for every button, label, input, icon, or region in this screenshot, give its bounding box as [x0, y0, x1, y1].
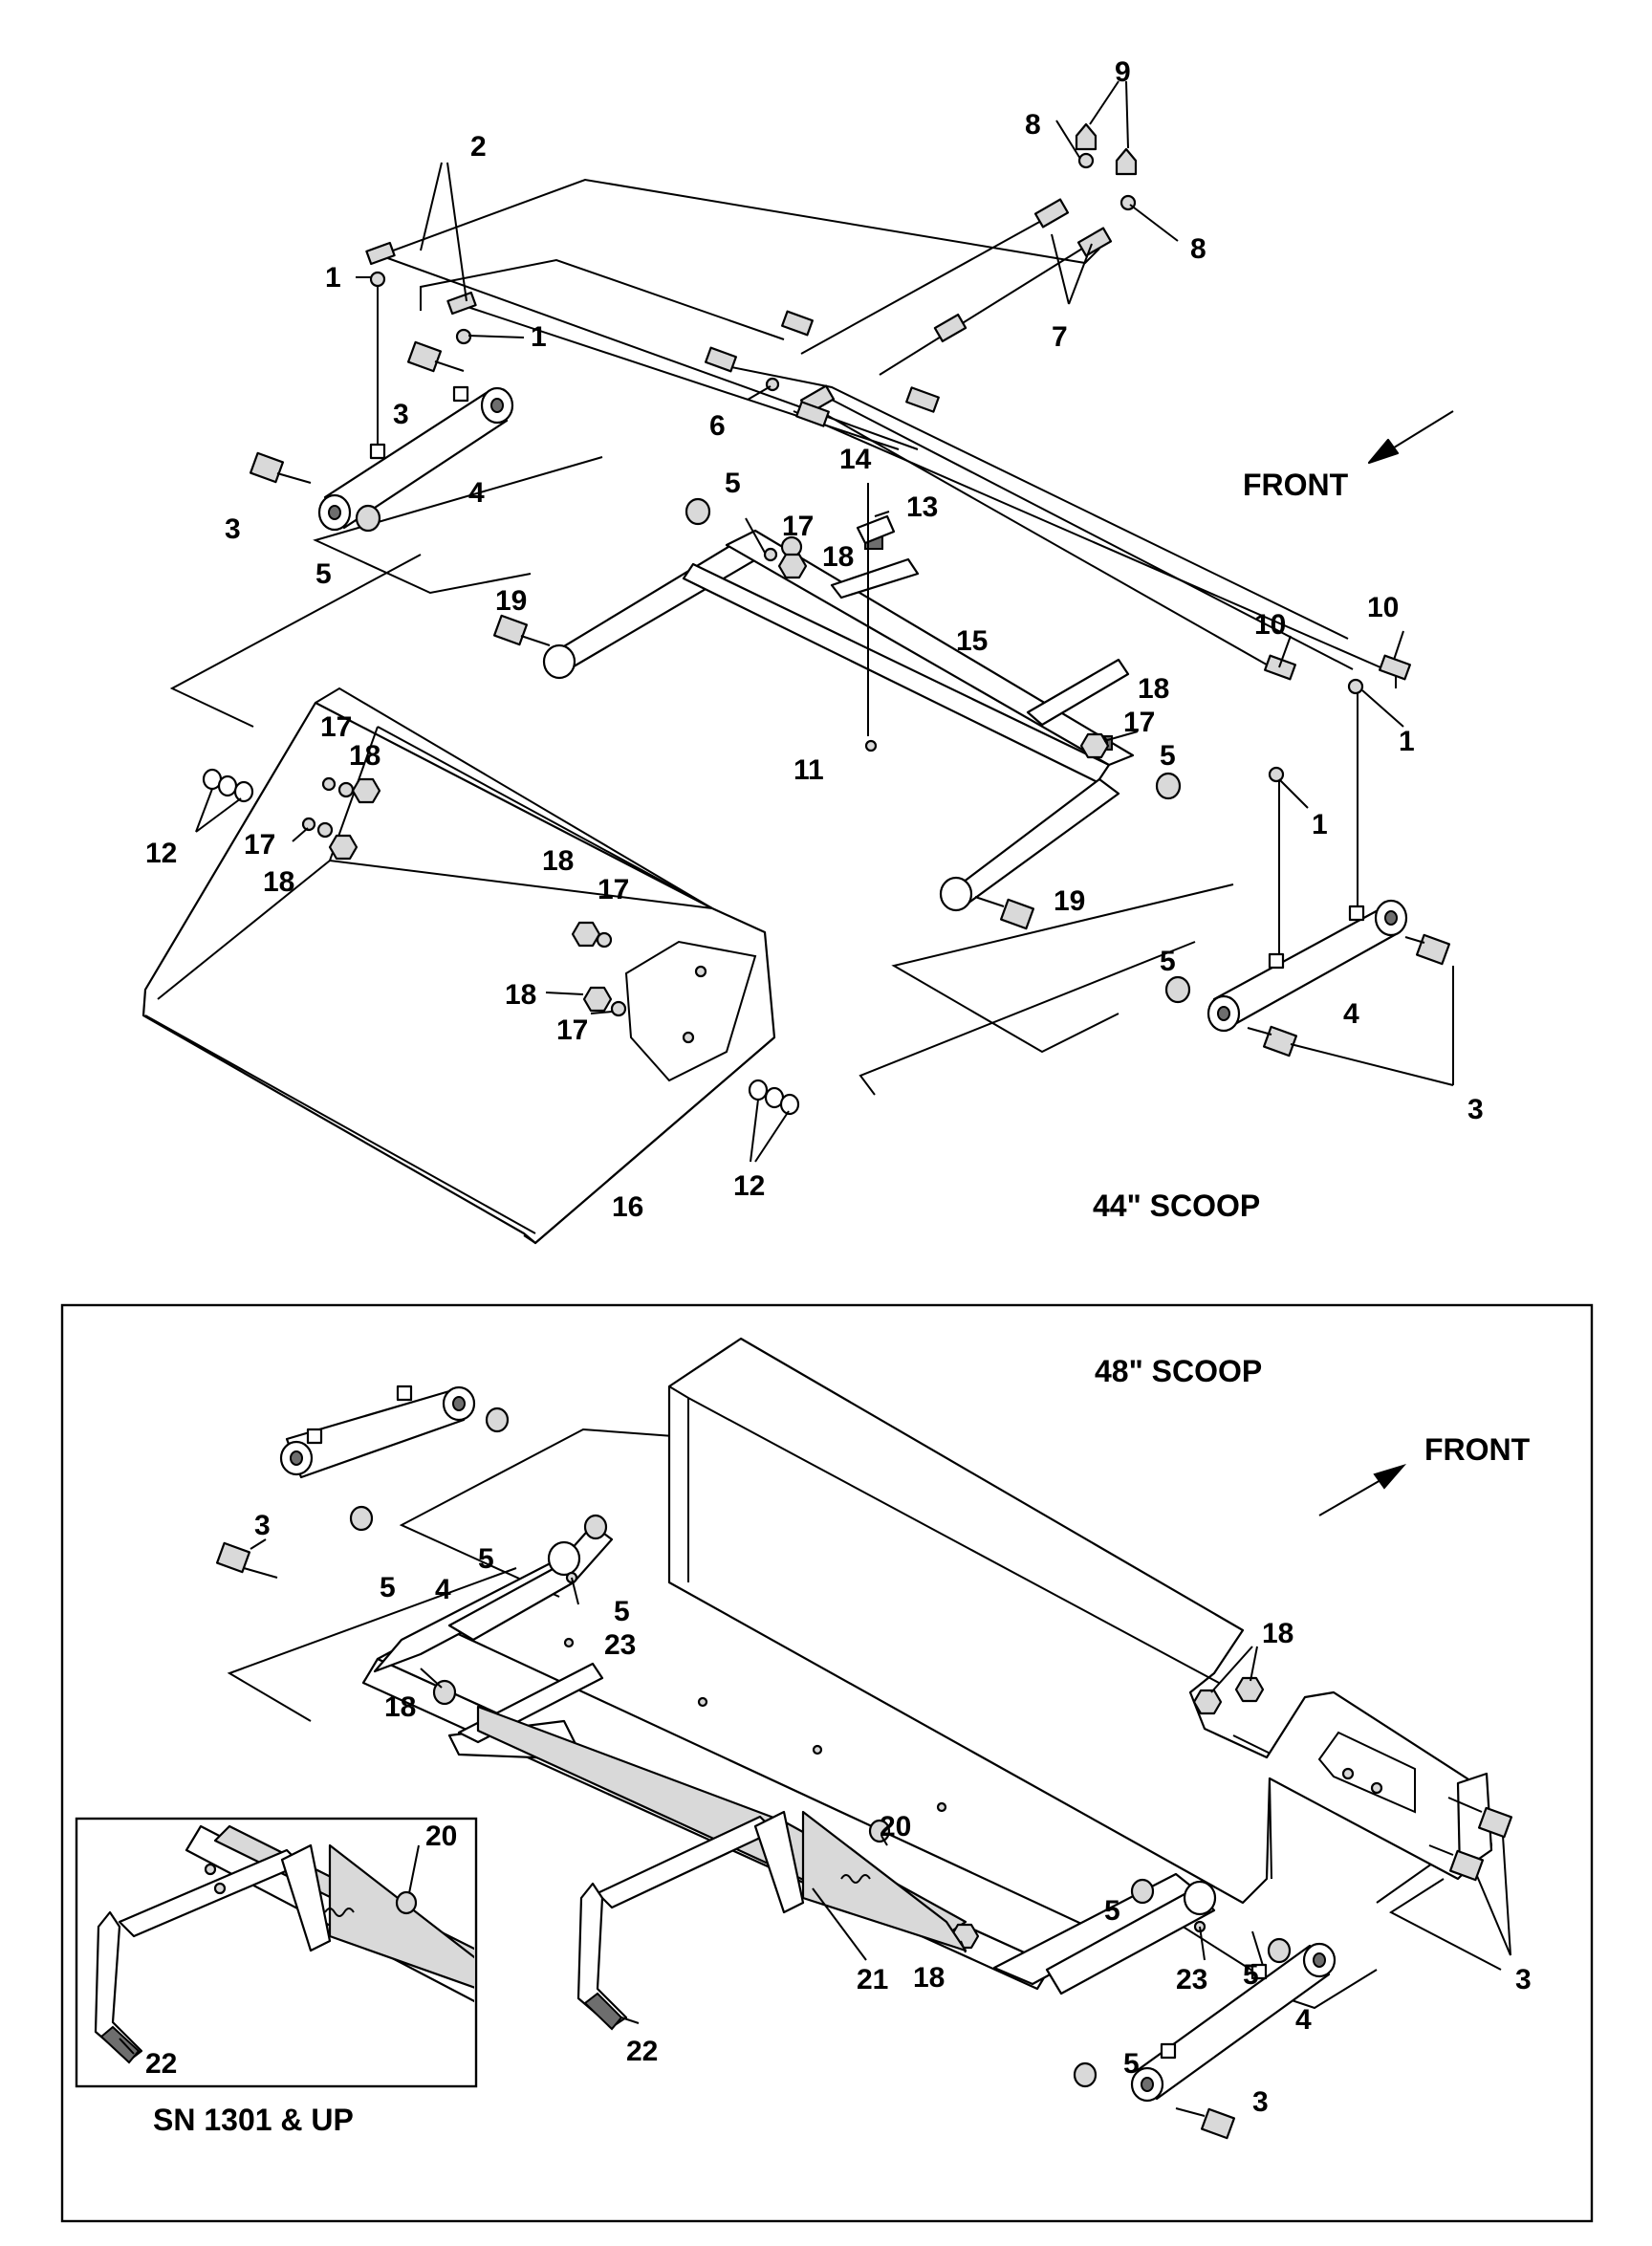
callout-18: 18 [505, 979, 536, 1011]
callout-17: 17 [1123, 707, 1155, 738]
top-callouts: 1 1 1 1 2 3 3 3 4 4 5 5 5 5 6 7 8 8 9 10… [145, 56, 1484, 1223]
callout-1: 1 [1399, 726, 1415, 757]
inset-sn-1301-and-up: 20 22 SN 1301 & UP [75, 1817, 478, 2137]
front-arrow-bottom [1318, 1464, 1407, 1516]
callout-8: 8 [1025, 109, 1041, 141]
callout-7: 7 [1052, 321, 1068, 353]
callout-3: 3 [1467, 1094, 1484, 1125]
callout-1: 1 [531, 321, 547, 353]
callout-3: 3 [393, 399, 409, 430]
view-title-44-scoop: 44" SCOOP [1093, 1188, 1260, 1223]
callout-17: 17 [556, 1014, 588, 1046]
callout-5: 5 [315, 558, 332, 590]
callout-10: 10 [1254, 609, 1286, 641]
callout-18: 18 [1262, 1618, 1293, 1649]
bucket-hardware [202, 547, 1110, 1116]
callout-17: 17 [320, 711, 352, 743]
callout-18: 18 [542, 845, 574, 877]
callout-4: 4 [1343, 998, 1359, 1030]
callout-5: 5 [478, 1543, 494, 1575]
quick-attach-48 [576, 1810, 967, 2031]
hose-fittings [365, 122, 1411, 783]
callout-6: 6 [709, 410, 726, 442]
bottom-view-48-scoop: 3 3 3 4 4 5 5 5 5 5 5 18 18 18 20 21 22 … [60, 1303, 1594, 2223]
callout-19: 19 [495, 585, 527, 617]
callout-1: 1 [325, 262, 341, 294]
callout-3: 3 [225, 513, 241, 545]
callout-18: 18 [263, 866, 294, 898]
callout-1: 1 [1312, 809, 1328, 840]
callout-22: 22 [145, 2048, 177, 2080]
right-cylinder-48 [1073, 1676, 1513, 2140]
callout-23: 23 [604, 1629, 636, 1661]
top-leader-lines [195, 80, 1454, 1163]
right-hydraulic-cylinder [1164, 899, 1451, 1058]
callout-20: 20 [425, 1821, 457, 1852]
callout-3: 3 [1515, 1964, 1532, 1995]
callout-3: 3 [254, 1510, 271, 1541]
scoop-bucket-44 [141, 687, 776, 1245]
callout-5: 5 [614, 1596, 630, 1627]
callout-23: 23 [1176, 1964, 1207, 1995]
center-bracket [856, 483, 896, 752]
callout-21: 21 [857, 1964, 888, 1995]
callout-8: 8 [1190, 233, 1206, 265]
callout-18: 18 [349, 740, 380, 772]
callout-4: 4 [468, 477, 485, 509]
callout-18: 18 [384, 1691, 416, 1723]
front-arrow-top [1367, 410, 1454, 465]
callout-5: 5 [1160, 946, 1176, 977]
hydraulic-hoses [377, 214, 1359, 956]
view-title-48-scoop: 48" SCOOP [1095, 1354, 1262, 1388]
callout-22: 22 [626, 2036, 658, 2067]
callout-10: 10 [1367, 592, 1399, 623]
bottom-view-frame [60, 1303, 1594, 2223]
callout-5: 5 [1160, 740, 1176, 772]
callout-12: 12 [145, 838, 177, 869]
callout-5: 5 [1104, 1895, 1120, 1927]
hose-routing-lines [169, 178, 1397, 1096]
callout-4: 4 [1295, 2004, 1312, 2036]
front-label: FRONT [1243, 468, 1349, 502]
callout-5: 5 [1243, 1959, 1259, 1991]
callout-18: 18 [913, 1962, 945, 1994]
callout-16: 16 [612, 1191, 643, 1223]
bottom-leader-lines [250, 1538, 1511, 2024]
callout-18: 18 [1138, 673, 1169, 705]
scoop-bucket-48 [667, 1337, 1493, 1905]
callout-13: 13 [906, 491, 938, 523]
bottom-callouts: 3 3 3 4 4 5 5 5 5 5 5 18 18 18 20 21 22 … [254, 1510, 1532, 2118]
callout-5: 5 [380, 1572, 396, 1603]
callout-2: 2 [470, 131, 487, 163]
front-label: FRONT [1424, 1432, 1531, 1467]
callout-11: 11 [793, 754, 824, 786]
left-bolts [249, 340, 711, 533]
left-hydraulic-cylinder [317, 385, 514, 532]
callout-5: 5 [725, 468, 741, 499]
top-view-44-scoop: 1 1 1 1 2 3 3 3 4 4 5 5 5 5 6 7 8 8 9 10… [141, 56, 1484, 1245]
callout-18: 18 [822, 541, 854, 573]
callout-17: 17 [782, 511, 814, 542]
callout-5: 5 [1123, 2048, 1140, 2080]
inset-caption: SN 1301 & UP [153, 2103, 354, 2137]
callout-20: 20 [880, 1811, 911, 1843]
left-cylinder-48 [215, 1385, 608, 1584]
callout-14: 14 [839, 444, 872, 475]
callout-15: 15 [956, 625, 988, 657]
callout-3: 3 [1252, 2086, 1269, 2118]
callout-4: 4 [435, 1574, 451, 1605]
inset-frame [75, 1817, 478, 2088]
callout-12: 12 [733, 1170, 765, 1202]
callout-17: 17 [598, 874, 629, 905]
callout-19: 19 [1054, 885, 1085, 917]
callout-9: 9 [1115, 56, 1131, 88]
callout-17: 17 [244, 829, 275, 861]
